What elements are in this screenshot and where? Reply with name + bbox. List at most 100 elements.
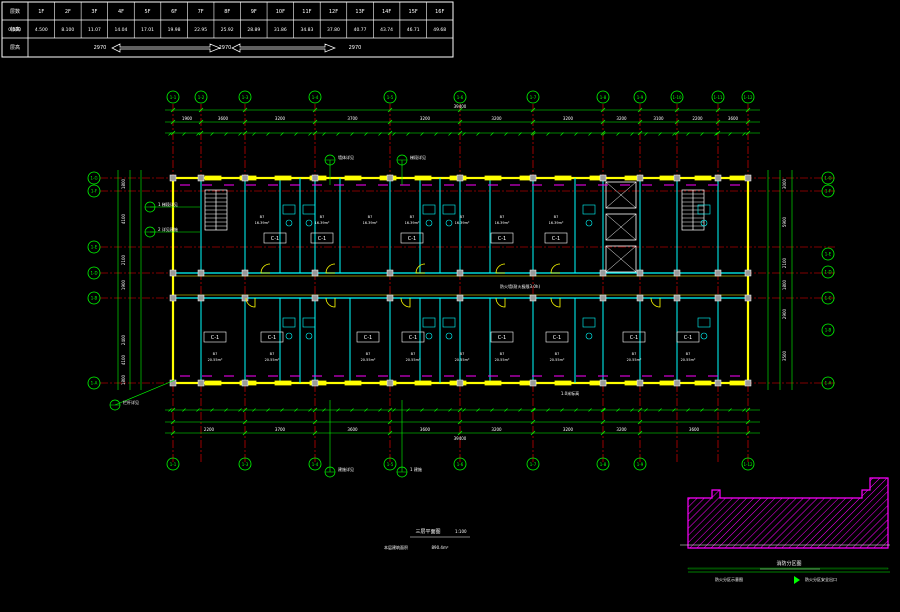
column xyxy=(169,269,177,277)
table-elevation-cell: 43.74 xyxy=(380,27,393,33)
elevator-cross xyxy=(605,181,637,209)
dimension-tick xyxy=(252,132,256,136)
room-type-label: B7 xyxy=(411,352,416,356)
column xyxy=(636,174,644,182)
dimension-tick xyxy=(742,132,746,136)
dimension-tick xyxy=(616,132,620,136)
dimension-tick xyxy=(518,408,522,412)
bathroom-fixture xyxy=(442,204,456,215)
axis-bubble-bottom xyxy=(453,457,467,471)
dimension-tick xyxy=(378,408,382,412)
dimension-tick xyxy=(294,408,298,412)
door-swing-south xyxy=(550,297,561,308)
table-header-cell: 6F xyxy=(171,9,177,15)
inset-title: 消防分区图 xyxy=(776,560,801,567)
column xyxy=(529,269,537,277)
column xyxy=(311,269,319,277)
dimension-tick xyxy=(312,130,318,136)
dimension-tick xyxy=(714,408,718,412)
dimension-tick xyxy=(700,408,704,412)
dimension-span-top: 1900 xyxy=(182,116,193,121)
axis-bubble-bottom xyxy=(526,457,540,471)
toilet-fixture xyxy=(425,332,433,340)
unit-tag: C-1 xyxy=(498,335,506,341)
table-header-cell: 4F xyxy=(118,9,124,15)
dimension-tick xyxy=(168,132,172,136)
column xyxy=(456,294,464,302)
column xyxy=(714,269,722,277)
column xyxy=(714,294,722,302)
dimension-tick xyxy=(336,408,340,412)
column xyxy=(241,379,249,387)
dimension-tick xyxy=(600,419,606,425)
column xyxy=(386,379,394,387)
axis-label-top: 1-4 xyxy=(312,95,319,100)
dimension-tick xyxy=(745,107,751,113)
window-south xyxy=(659,380,677,386)
bathroom-fixture xyxy=(302,204,316,215)
dimension-tick xyxy=(630,132,634,136)
fire-zone-inset: 消防分区图防火分区示意图防火分区安全出口 xyxy=(680,477,890,584)
dimension-tick xyxy=(350,132,354,136)
column xyxy=(714,174,722,182)
dimension-span-right: 5900 xyxy=(782,216,787,227)
dimension-tick xyxy=(312,107,318,113)
dimension-tick xyxy=(457,107,463,113)
dimension-tick xyxy=(266,132,270,136)
bathroom-fixture xyxy=(697,204,711,215)
column xyxy=(386,294,394,302)
dimension-tick xyxy=(644,408,648,412)
dimension-tick xyxy=(490,408,494,412)
table-header-cell: 层数 xyxy=(10,8,20,15)
axis-label-top: 1-12 xyxy=(743,95,753,100)
dimension-tick xyxy=(336,132,340,136)
table-header-cell: 2F xyxy=(65,9,71,15)
dimension-tick xyxy=(420,132,424,136)
toilet-fixture xyxy=(305,219,313,227)
inset-rule xyxy=(687,567,889,570)
table-elevation-cell: 14.04 xyxy=(115,27,128,33)
table-header-cell: 5F xyxy=(145,9,151,15)
bathroom-fixture xyxy=(582,204,596,215)
dimension-span-top: 3200 xyxy=(275,116,286,121)
level-note: 1.0米标高 xyxy=(561,390,579,396)
axis-label-top: 1-10 xyxy=(672,95,682,100)
room-type-label: B7 xyxy=(632,352,637,356)
unit-tag-box xyxy=(400,232,424,244)
window-north xyxy=(344,175,362,181)
axis-label-bottom: 1-6 xyxy=(457,462,464,467)
room-area-label: 16.39m² xyxy=(405,221,420,225)
dimension-span-top: 3200 xyxy=(563,116,574,121)
axis-label-top: 1-8 xyxy=(600,95,607,100)
area-title: 本层建筑面积 xyxy=(384,544,408,550)
table-elevation-cell: 40.77 xyxy=(354,27,367,33)
axis-bubble-right xyxy=(821,265,835,279)
window-north xyxy=(694,175,712,181)
column xyxy=(744,294,752,302)
window-north xyxy=(729,175,747,181)
dimension-span-right: 3000 xyxy=(782,178,787,189)
table-elevation-cell: 28.89 xyxy=(247,27,260,33)
room-area-label: 20.55m² xyxy=(455,358,470,362)
dimension-tick xyxy=(242,430,248,436)
dimension-tick xyxy=(198,130,204,136)
dimension-tick xyxy=(457,119,463,125)
area-value: 890.4m² xyxy=(432,545,449,550)
dimension-tick xyxy=(457,430,463,436)
toilet-fixture xyxy=(585,332,593,340)
dimension-tick xyxy=(476,408,480,412)
dimension-span-right: 2100 xyxy=(782,257,787,268)
dimension-tick xyxy=(210,408,214,412)
room-area-label: 16.39m² xyxy=(363,221,378,225)
room-area-label: 20.55m² xyxy=(681,358,696,362)
column xyxy=(386,174,394,182)
dimension-tick xyxy=(312,430,318,436)
callout-text: 1 梯段详见 xyxy=(158,201,178,207)
axis-bubble-top xyxy=(741,90,755,104)
dimension-tick xyxy=(170,430,176,436)
axis-label-bottom: 1-1 xyxy=(170,462,177,467)
room-type-label: B7 xyxy=(686,352,691,356)
axis-bubble-top xyxy=(453,90,467,104)
unit-tag-box xyxy=(490,331,514,343)
